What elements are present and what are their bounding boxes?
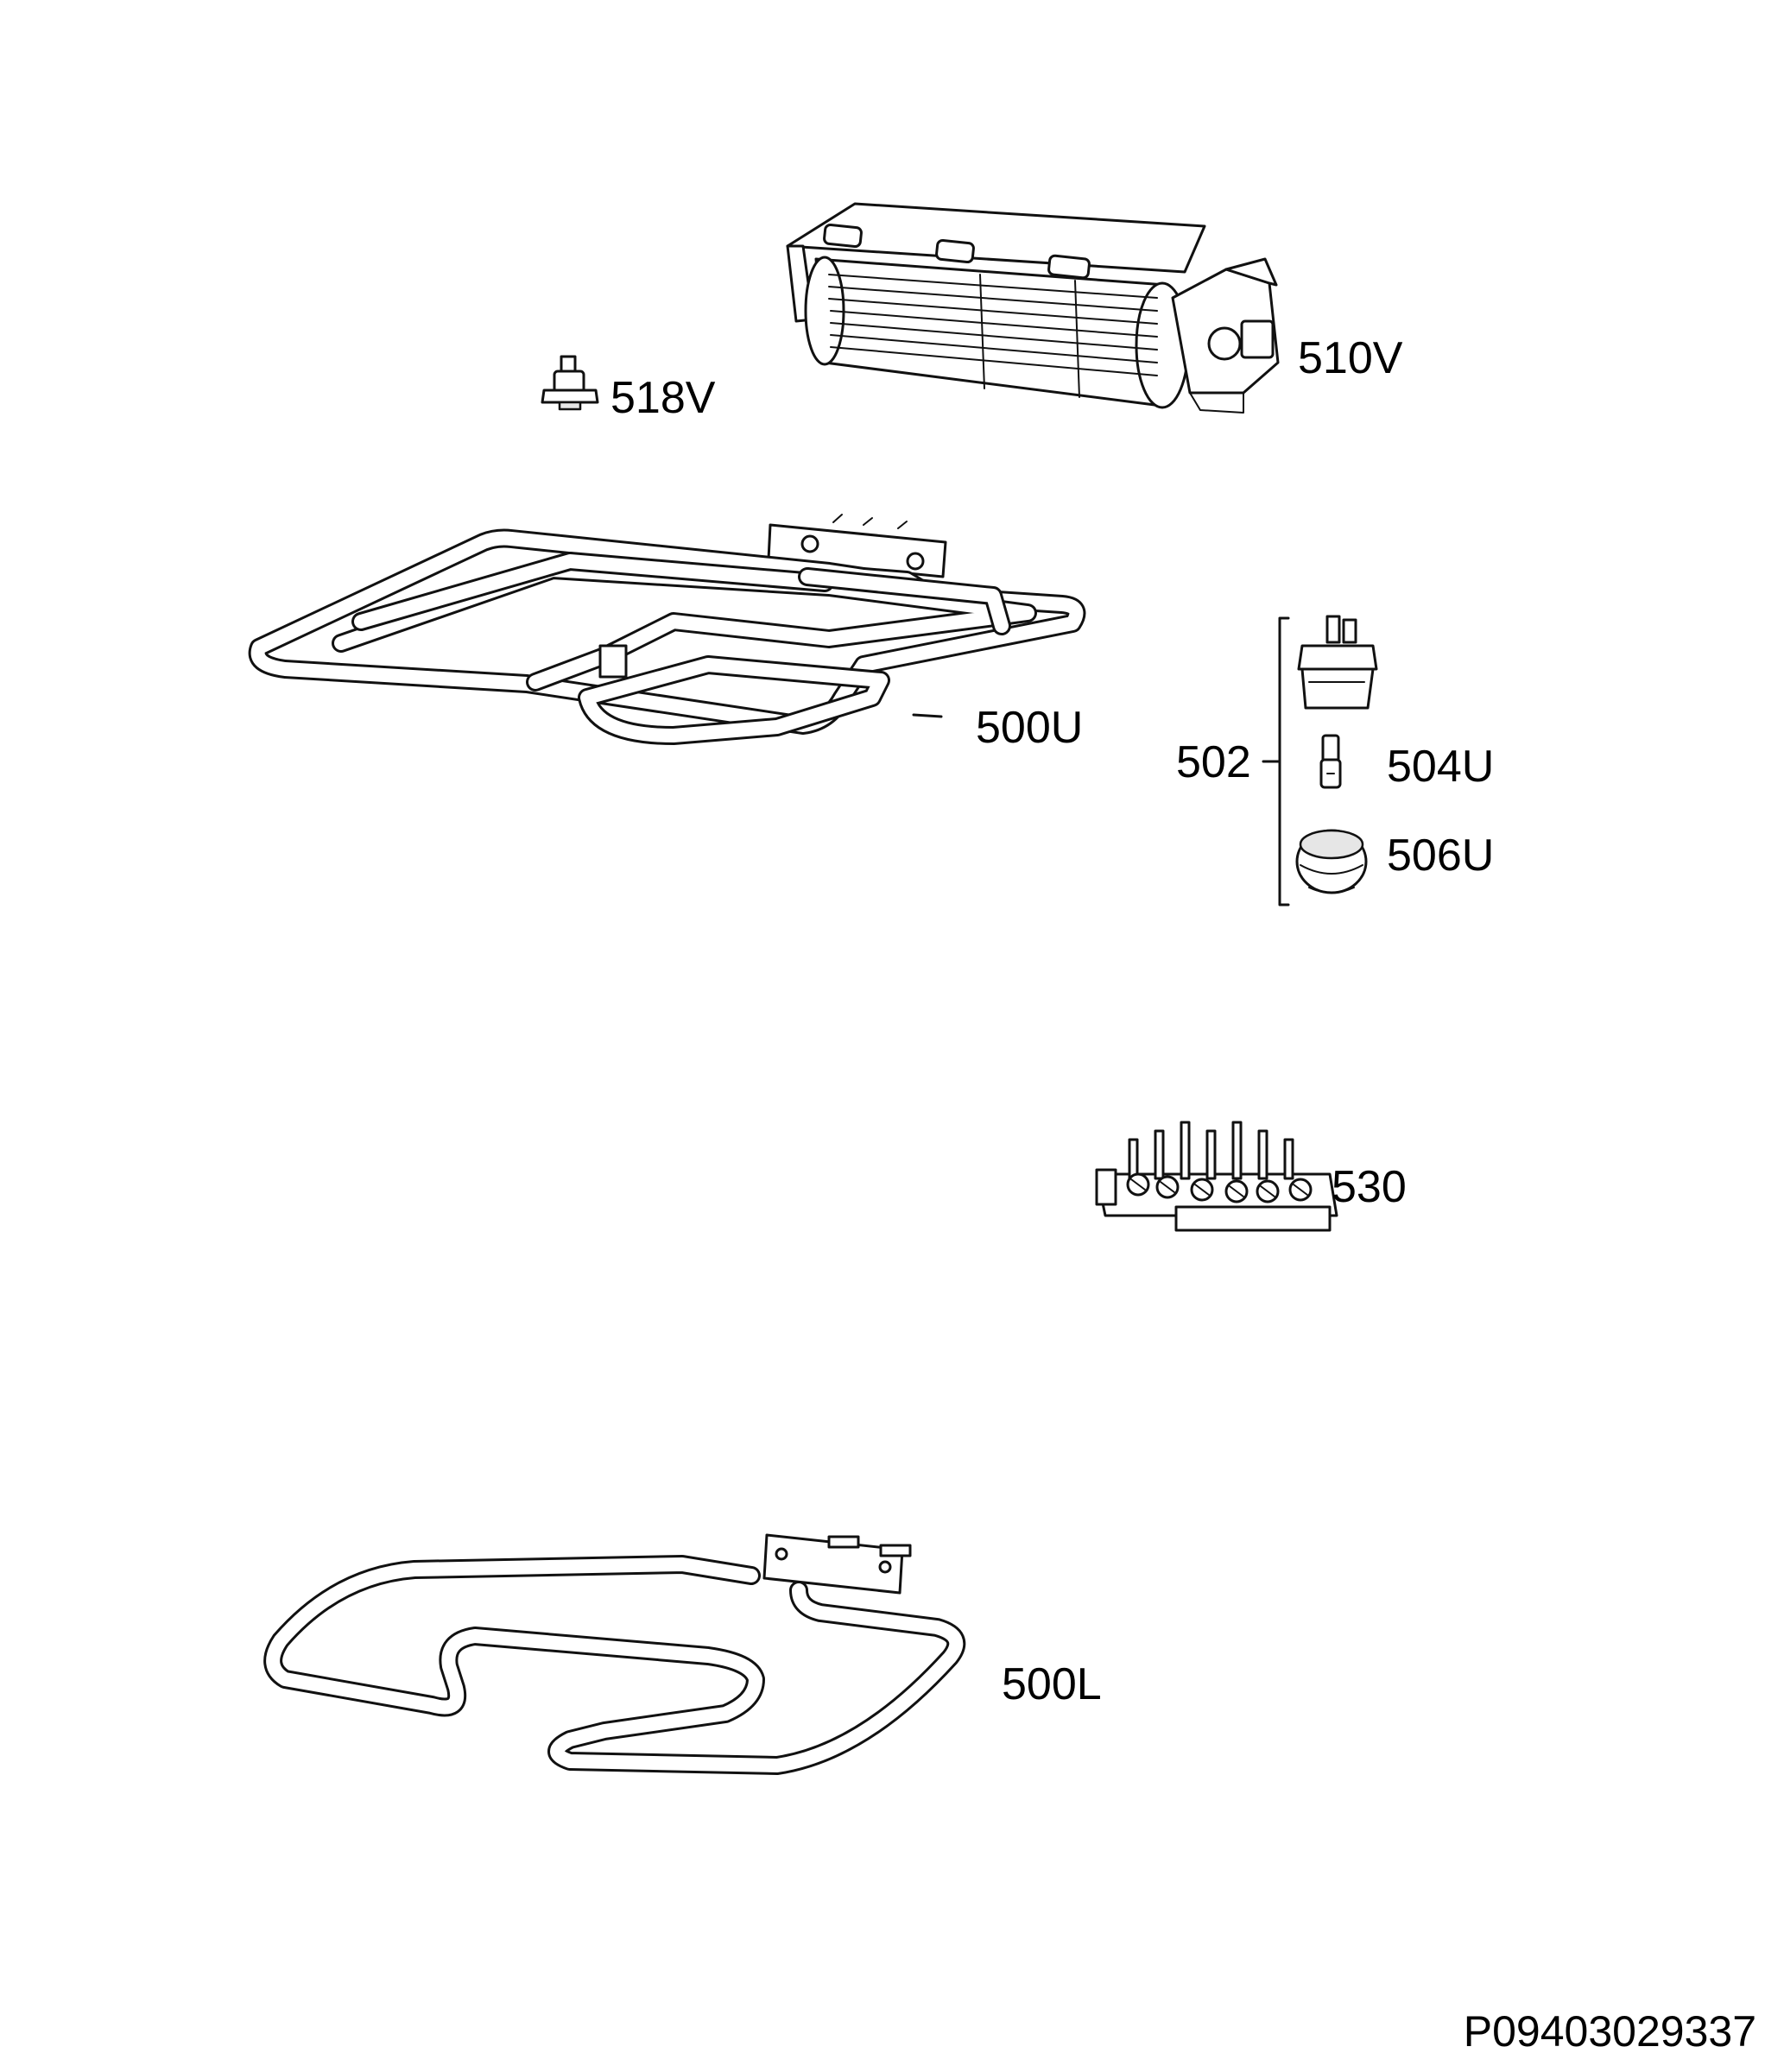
upper-heating-element-drawing: [248, 514, 1086, 745]
lamp-bulb-drawing: [1319, 734, 1342, 789]
lower-element-label: 500L: [1002, 1659, 1102, 1709]
lamp-holder-drawing: [1297, 615, 1378, 710]
lamp-group-label: 502: [1176, 737, 1251, 787]
tangential-fan-drawing: [786, 202, 1280, 414]
drawing-code: P09403029337: [1464, 2007, 1756, 2056]
thermostat-drawing: [541, 355, 599, 411]
lamp-group-bracket: [1262, 616, 1290, 906]
thermostat-label: 518V: [610, 373, 716, 423]
lower-heating-element-drawing: [263, 1533, 966, 1775]
upper-element-label: 500U: [976, 703, 1083, 753]
fan-label: 510V: [1298, 333, 1403, 383]
terminal-block-drawing: [1095, 1121, 1338, 1232]
lamp-bulb-label: 504U: [1387, 742, 1494, 792]
lamp-cover-drawing: [1295, 829, 1368, 894]
lamp-cover-label: 506U: [1387, 831, 1494, 881]
terminal-block-label: 530: [1332, 1162, 1407, 1212]
